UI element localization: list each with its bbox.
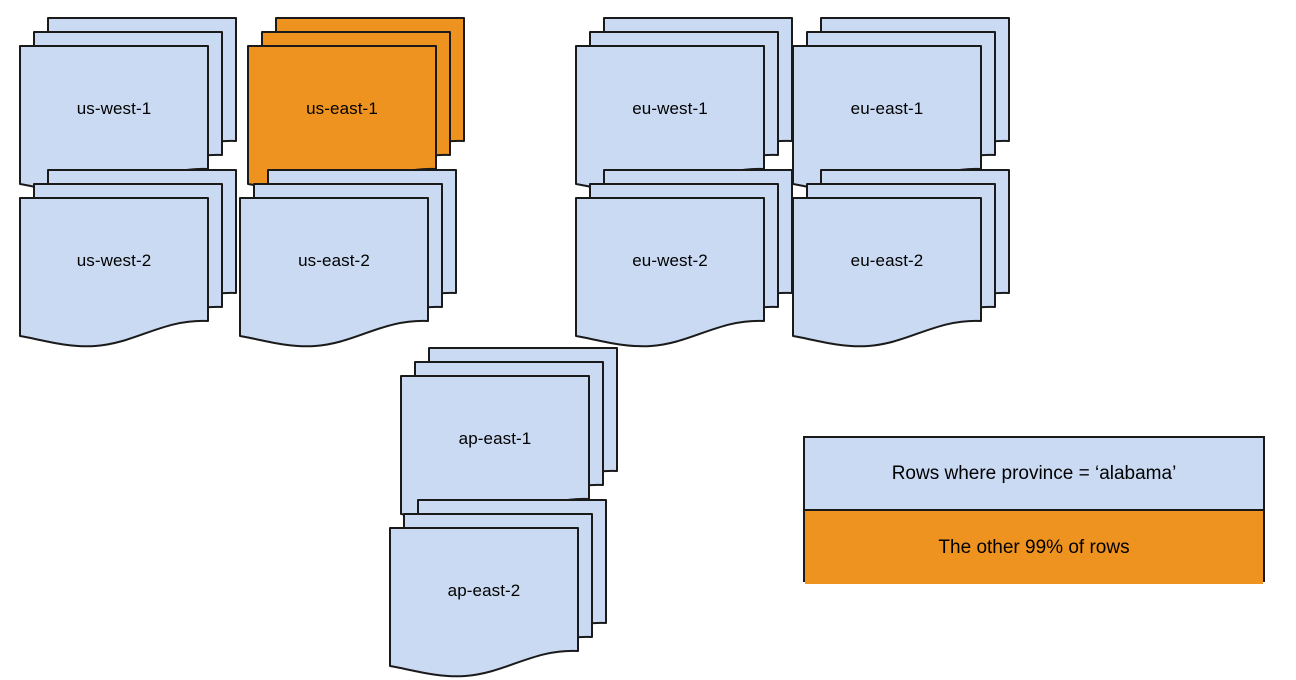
legend-label-blue: Rows where province = ‘alabama’ (891, 462, 1177, 484)
legend-row-blue: Rows where province = ‘alabama’ (805, 438, 1263, 511)
data-stack-ap-east-1[interactable]: ap-east-1 (400, 347, 618, 526)
stack-shape (575, 169, 793, 348)
data-stack-eu-east-1[interactable]: eu-east-1 (792, 17, 1010, 196)
stack-shape (19, 169, 237, 348)
data-stack-eu-west-1[interactable]: eu-west-1 (575, 17, 793, 196)
data-stack-eu-east-2[interactable]: eu-east-2 (792, 169, 1010, 348)
stack-shape (792, 17, 1010, 196)
legend: Rows where province = ‘alabama’ The othe… (803, 436, 1265, 584)
data-stack-us-east-2[interactable]: us-east-2 (239, 169, 457, 348)
stack-shape (389, 499, 607, 678)
data-stack-us-west-1[interactable]: us-west-1 (19, 17, 237, 196)
stack-shape (247, 17, 465, 196)
stack-shape (239, 169, 457, 348)
stack-shape (400, 347, 618, 526)
legend-label-orange: The other 99% of rows (938, 536, 1130, 558)
stack-shape (792, 169, 1010, 348)
data-stack-eu-west-2[interactable]: eu-west-2 (575, 169, 793, 348)
data-stack-us-west-2[interactable]: us-west-2 (19, 169, 237, 348)
data-stack-ap-east-2[interactable]: ap-east-2 (389, 499, 607, 678)
data-stack-us-east-1[interactable]: us-east-1 (247, 17, 465, 196)
legend-row-orange: The other 99% of rows (805, 511, 1263, 584)
